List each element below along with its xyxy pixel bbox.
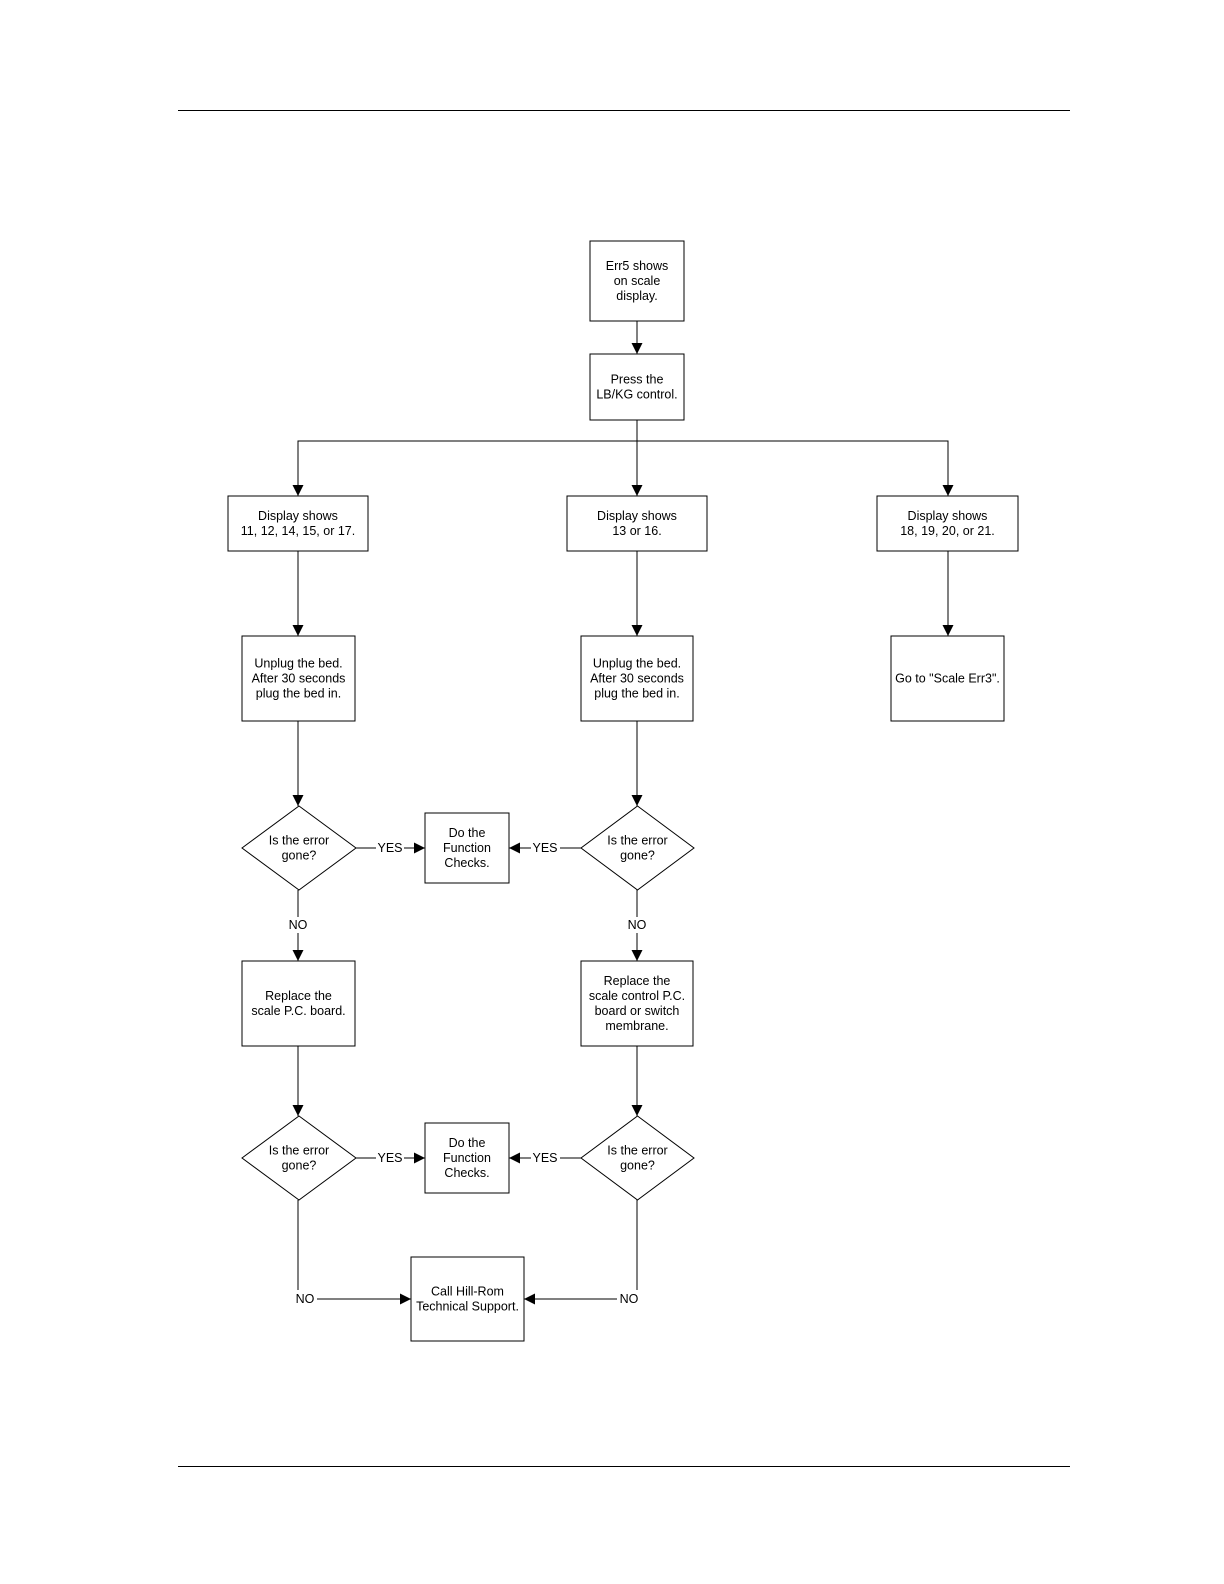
node-gotoErr3: Go to "Scale Err3". — [890, 635, 1005, 722]
node-label-line: gone? — [620, 849, 655, 863]
header-rule — [178, 110, 1070, 111]
node-label-line: gone? — [282, 1159, 317, 1173]
process-box — [580, 635, 694, 722]
node-label-line: After 30 seconds — [252, 672, 346, 686]
node-label-line: Unplug the bed. — [593, 657, 681, 671]
node-label-line: Checks. — [444, 1166, 489, 1180]
edge-decA2-to-support: NO — [296, 1200, 411, 1306]
node-label-line: Is the error — [607, 1144, 667, 1158]
edge-label-no: NO — [289, 918, 308, 932]
decision-diamond — [241, 1115, 357, 1201]
process-box — [589, 240, 685, 322]
edge-label-yes: YES — [377, 1151, 402, 1165]
edge-label-no: NO — [628, 918, 647, 932]
edge-label-yes: YES — [532, 1151, 557, 1165]
decision-diamond — [580, 805, 695, 891]
edge-decB1-to-replaceB: NO — [628, 890, 647, 961]
edge-decA1-to-func1: YES — [356, 841, 425, 855]
node-label-line: gone? — [620, 1159, 655, 1173]
node-label-line: Do the — [449, 826, 486, 840]
edge-decB1-to-func1: YES — [509, 841, 581, 855]
node-label-line: scale control P.C. — [589, 989, 685, 1003]
decision-diamond — [241, 805, 357, 891]
node-label-line: membrane. — [605, 1019, 668, 1033]
edge-decA1-to-replaceA: NO — [289, 890, 308, 961]
node-label-line: on scale — [614, 274, 661, 288]
node-label-line: board or switch — [595, 1004, 680, 1018]
process-box — [589, 353, 685, 421]
node-label-line: LB/KG control. — [596, 388, 677, 402]
node-label-line: 11, 12, 14, 15, or 17. — [241, 524, 355, 538]
process-box — [241, 960, 356, 1047]
node-label-line: Is the error — [269, 1144, 329, 1158]
edge-label-yes: YES — [377, 841, 402, 855]
node-label-line: Is the error — [607, 834, 667, 848]
edge-label-yes: YES — [532, 841, 557, 855]
edge-press-to-dispA — [292, 420, 638, 496]
node-label-line: 18, 19, 20, or 21. — [900, 524, 995, 538]
node-label-line: Checks. — [444, 856, 489, 870]
node-label-line: Replace the — [265, 989, 332, 1003]
edge-decB2-to-support: NO — [524, 1200, 639, 1306]
node-label-line: display. — [616, 289, 657, 303]
node-label-line: Err5 shows — [606, 259, 669, 273]
node-label-line: scale P.C. board. — [251, 1004, 345, 1018]
edge-decB2-to-func2: YES — [509, 1151, 581, 1165]
node-label-line: Is the error — [269, 834, 329, 848]
node-label-line: Display shows — [597, 509, 677, 523]
node-label-line: Do the — [449, 1136, 486, 1150]
process-box — [424, 812, 510, 884]
node-label-line: Display shows — [258, 509, 338, 523]
process-box — [227, 495, 369, 552]
node-label-line: gone? — [282, 849, 317, 863]
connector-arrow — [637, 440, 954, 496]
node-label-line: Display shows — [908, 509, 988, 523]
node-label-line: Unplug the bed. — [254, 657, 342, 671]
node-label-line: Call Hill-Rom — [431, 1285, 504, 1299]
node-label-line: After 30 seconds — [590, 672, 684, 686]
node-label-line: plug the bed in. — [256, 687, 342, 701]
edge-press-to-dispC — [637, 440, 954, 496]
node-label-line: Press the — [611, 373, 664, 387]
edge-label-no: NO — [620, 1292, 639, 1306]
process-box — [424, 1122, 510, 1194]
process-box — [580, 960, 694, 1047]
process-box — [241, 635, 356, 722]
edge-label-no: NO — [296, 1292, 315, 1306]
process-box — [890, 635, 1005, 722]
edge-decA2-to-func2: YES — [356, 1151, 425, 1165]
process-box — [410, 1256, 525, 1342]
process-box — [566, 495, 708, 552]
footer-rule — [178, 1466, 1070, 1467]
node-label-line: Technical Support. — [416, 1300, 519, 1314]
node-label-line: Replace the — [604, 974, 671, 988]
node-label-line: Go to "Scale Err3". — [895, 672, 1000, 686]
node-label-line: 13 or 16. — [612, 524, 661, 538]
node-label-line: Function — [443, 841, 491, 855]
connector-arrow — [292, 420, 638, 496]
node-label-line: plug the bed in. — [594, 687, 680, 701]
node-label-line: Function — [443, 1151, 491, 1165]
process-box — [876, 495, 1019, 552]
decision-diamond — [580, 1115, 695, 1201]
